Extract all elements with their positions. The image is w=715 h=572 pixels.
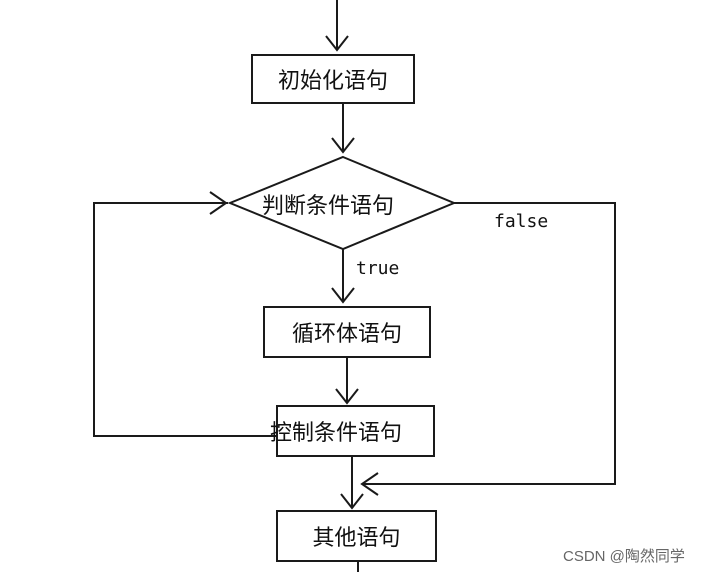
control-statement-box: 控制条件语句 [270, 405, 435, 457]
entry-arrowhead [325, 35, 349, 52]
other-statement-box: 其他语句 [276, 510, 437, 562]
loop-back-arrowhead [209, 191, 228, 215]
true-arrowhead [331, 287, 355, 304]
init-statement-box: 初始化语句 [251, 54, 415, 104]
control-to-other-arrowhead [340, 493, 364, 510]
true-label: true [356, 258, 400, 279]
loop-body-label: 循环体语句 [291, 322, 402, 347]
false-path-arrowhead [360, 472, 379, 496]
false-path-line [362, 202, 616, 485]
control-statement-label: 控制条件语句 [270, 421, 403, 446]
condition-statement-label: 判断条件语句 [262, 194, 395, 219]
loop-back-line [93, 202, 276, 437]
watermark: CSDN @陶然同学 [563, 548, 685, 565]
init-statement-label: 初始化语句 [277, 69, 388, 94]
body-to-control-arrowhead [335, 388, 359, 405]
false-label: false [494, 211, 549, 232]
init-to-condition-arrowhead [331, 137, 355, 154]
other-statement-label: 其他语句 [312, 526, 401, 551]
loop-body-box: 循环体语句 [263, 306, 431, 358]
